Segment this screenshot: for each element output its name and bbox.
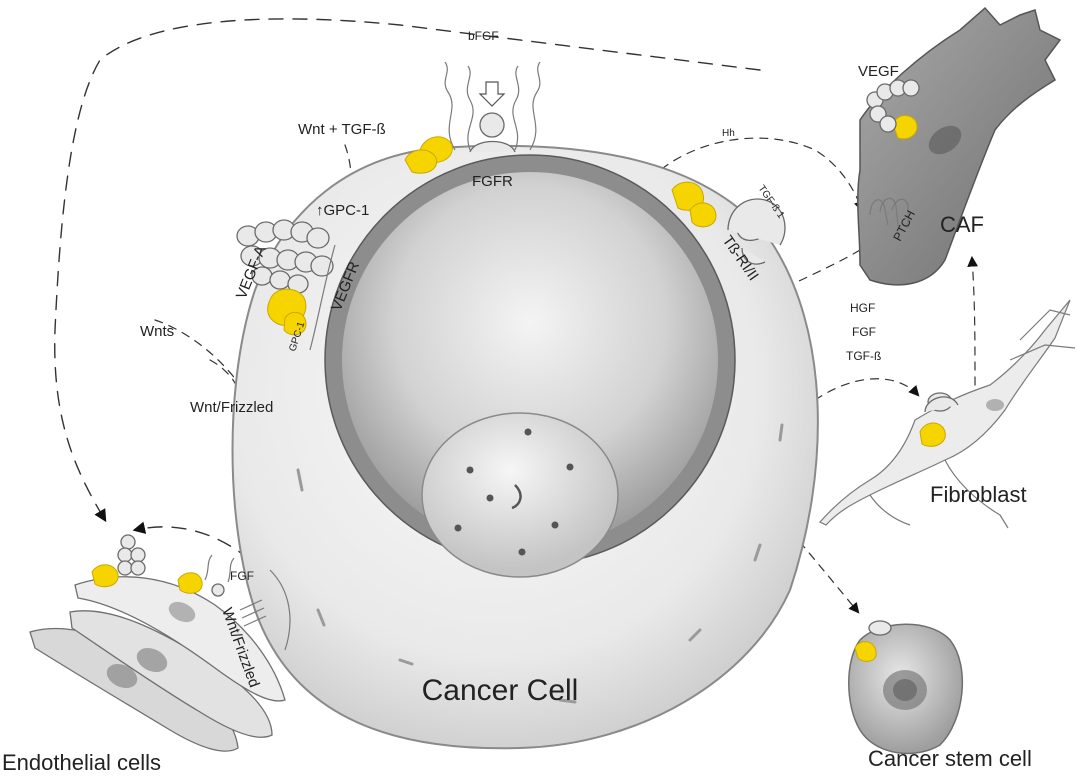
dashed-path-fibroblast-to-caf xyxy=(972,258,975,385)
label-wnt-frizzled: Wnt/Frizzled xyxy=(190,399,273,416)
label-hh: Hh xyxy=(722,128,735,139)
label-fibroblast: Fibroblast xyxy=(930,482,1027,507)
label-tgf-b: TGF-ß xyxy=(846,349,881,363)
label-vegf: VEGF xyxy=(858,63,899,80)
label-hgf: HGF xyxy=(850,301,875,315)
label-fgf-endo: FGF xyxy=(230,569,254,583)
label-bfgf: bFGF xyxy=(468,29,499,43)
label-cancer-stem-cell: Cancer stem cell xyxy=(868,746,1032,771)
dashed-path-caf-to-fibroblast xyxy=(815,379,918,400)
dashed-path-endothelial-return xyxy=(135,527,250,560)
caf-cell xyxy=(858,8,1060,285)
label-fgfr: FGFR xyxy=(472,173,513,190)
cancer-stem-cell xyxy=(849,621,963,753)
label-fgf-caf: FGF xyxy=(852,325,876,339)
label-gpc1-up: ↑GPC-1 xyxy=(316,202,369,219)
label-cancer-cell: Cancer Cell xyxy=(422,674,579,707)
label-wnts: Wnts xyxy=(140,323,174,340)
vegf-beads-endothelial xyxy=(118,535,145,575)
label-endothelial-cells: Endothelial cells xyxy=(2,750,161,775)
bfgf-arrow-icon xyxy=(480,82,504,106)
label-caf: CAF xyxy=(940,212,984,237)
label-wnt-tgf: Wnt + TGF-ß xyxy=(298,121,386,138)
